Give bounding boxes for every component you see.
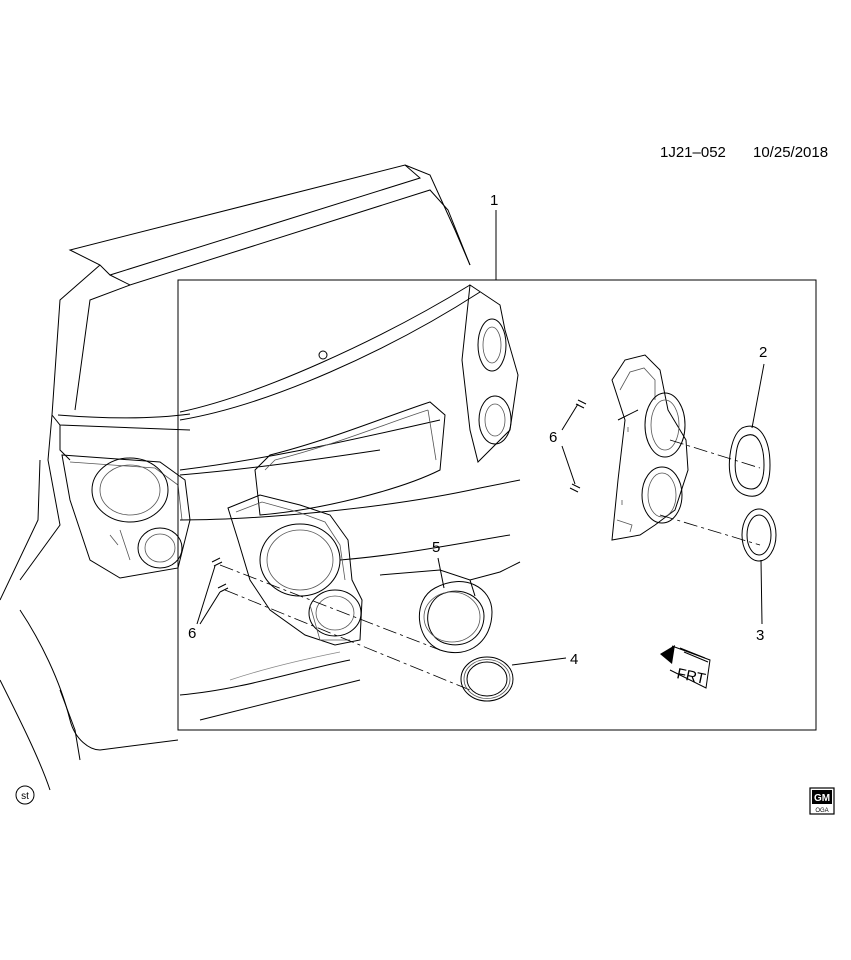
st-circle-icon: st bbox=[15, 785, 35, 805]
lens-gasket-upper-part: 2 bbox=[728, 344, 771, 497]
liftgate-fascia bbox=[179, 284, 521, 721]
gm-logo-icon: GM OGA bbox=[809, 787, 835, 815]
vehicle-rear-outline bbox=[0, 164, 471, 791]
right-upper-centerline bbox=[669, 439, 761, 469]
assembly-frame bbox=[177, 279, 817, 731]
callout-1: 1 bbox=[490, 192, 498, 280]
gm-logo-text: GM bbox=[814, 793, 830, 804]
left-upper-centerline bbox=[219, 564, 441, 651]
callout-6-left-label: 6 bbox=[188, 625, 196, 642]
callout-6-right-label: 6 bbox=[549, 429, 557, 446]
right-screws: 6 bbox=[549, 399, 587, 493]
diagram-code: 1J21–052 bbox=[660, 144, 726, 161]
diagram-date: 10/25/2018 bbox=[753, 144, 828, 161]
bezel-ring-part: 4 bbox=[460, 651, 578, 702]
left-lamp-housing bbox=[227, 494, 363, 646]
right-lower-centerline bbox=[659, 514, 761, 546]
frt-label: FRT bbox=[675, 665, 707, 688]
st-badge-text: st bbox=[21, 791, 29, 802]
gm-logo-subtext: OGA bbox=[815, 808, 828, 814]
callout-2-label: 2 bbox=[759, 344, 767, 361]
callout-5-label: 5 bbox=[432, 539, 440, 556]
front-direction-arrow-icon: FRT bbox=[660, 645, 711, 689]
right-lamp-housing bbox=[611, 354, 689, 541]
callout-1-label: 1 bbox=[490, 192, 498, 209]
lens-gasket-lower-part: 3 bbox=[741, 508, 777, 644]
callout-3-label: 3 bbox=[756, 627, 764, 644]
left-lower-centerline bbox=[224, 589, 471, 691]
trim-ring-part: 5 bbox=[419, 539, 493, 654]
left-screws: 6 bbox=[188, 557, 229, 642]
callout-4-label: 4 bbox=[570, 651, 578, 668]
